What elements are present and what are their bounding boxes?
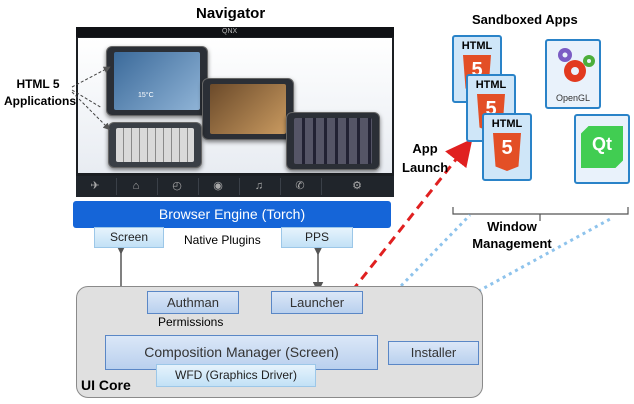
browser-engine-bar: Browser Engine (Torch) — [73, 201, 391, 228]
tablet-app-grid — [286, 112, 380, 170]
installer-box: Installer — [388, 341, 479, 365]
html5-five: 5 — [485, 98, 497, 120]
music-icon: ♫ — [254, 180, 264, 192]
window-management-label: Window Management — [467, 218, 557, 252]
html5-shield-icon — [493, 133, 521, 171]
window-management-line1: Window — [487, 219, 537, 234]
tablet-keyboard-app — [108, 122, 202, 168]
opengl-app-icon: OpenGL — [545, 39, 601, 109]
qt-logo-text: Qt — [592, 134, 612, 154]
ui-core-label: UI Core — [81, 377, 131, 393]
authman-box: Authman — [147, 291, 239, 314]
window-management-line2: Management — [472, 236, 552, 251]
qt-logo-icon — [581, 126, 623, 168]
gears-icon — [558, 48, 595, 82]
qt-app-icon: Qt — [574, 114, 630, 184]
navigator-home-area: 15°C — [78, 38, 392, 173]
dock-slot-1[interactable]: ✈ — [76, 178, 117, 195]
html5-five: 5 — [471, 59, 483, 81]
composition-manager-box: Composition Manager (Screen) — [105, 335, 378, 370]
dock-slot-phone[interactable]: ✆ — [281, 178, 322, 195]
app-launch-line1: App — [412, 141, 438, 156]
clock-icon: ◴ — [172, 180, 182, 192]
home-icon: ⌂ — [132, 180, 140, 192]
navigator-title: Navigator — [196, 5, 266, 22]
navigator-status-bar: QNX — [76, 27, 394, 37]
html5-five: 5 — [501, 137, 513, 159]
dock-slot-settings[interactable]: ⚙ — [322, 178, 394, 195]
app-launch-label: App Launch — [402, 139, 448, 177]
navigator-screenshot: QNX 15°C ✈ ⌂ ◴ ◉ ♫ ✆ ⚙ — [76, 27, 394, 197]
navigator-brand: QNX — [222, 28, 238, 35]
screen-plugin-box: Screen — [94, 227, 164, 248]
dock-slot-camera[interactable]: ◉ — [199, 178, 240, 195]
navigator-dock: ✈ ⌂ ◴ ◉ ♫ ✆ ⚙ — [76, 176, 394, 197]
dock-slot-clock[interactable]: ◴ — [158, 178, 199, 195]
sandboxed-apps-title: Sandboxed Apps — [472, 12, 578, 27]
tablet-media-app — [202, 78, 294, 140]
html5-app-icon-3: HTML 5 — [482, 113, 532, 181]
dock-slot-music[interactable]: ♫ — [240, 178, 281, 195]
signal-icon: ✈ — [90, 180, 100, 192]
opengl-label: OpenGL — [555, 93, 591, 103]
app-launch-line2: Launch — [402, 160, 449, 175]
pps-plugin-box: PPS — [281, 227, 353, 248]
wfd-graphics-driver-box: WFD (Graphics Driver) — [156, 364, 316, 387]
html5-word: HTML — [491, 118, 523, 130]
tablet-weather-app: 15°C — [106, 46, 208, 116]
permissions-label: Permissions — [158, 315, 224, 329]
native-plugins-label: Native Plugins — [184, 233, 261, 247]
launcher-box: Launcher — [271, 291, 363, 314]
html5-applications-label: HTML 5 Applications — [4, 76, 77, 110]
phone-icon: ✆ — [295, 180, 305, 192]
html5-word: HTML — [461, 40, 493, 52]
gear-icon: ⚙ — [352, 180, 362, 192]
weather-temperature: 15°C — [138, 92, 154, 99]
camera-icon: ◉ — [213, 180, 223, 192]
dock-slot-home[interactable]: ⌂ — [117, 178, 158, 195]
html5-word: HTML — [475, 79, 507, 91]
html5-label-line1: HTML 5 — [16, 77, 60, 91]
html5-label-line2: Applications — [4, 94, 77, 108]
